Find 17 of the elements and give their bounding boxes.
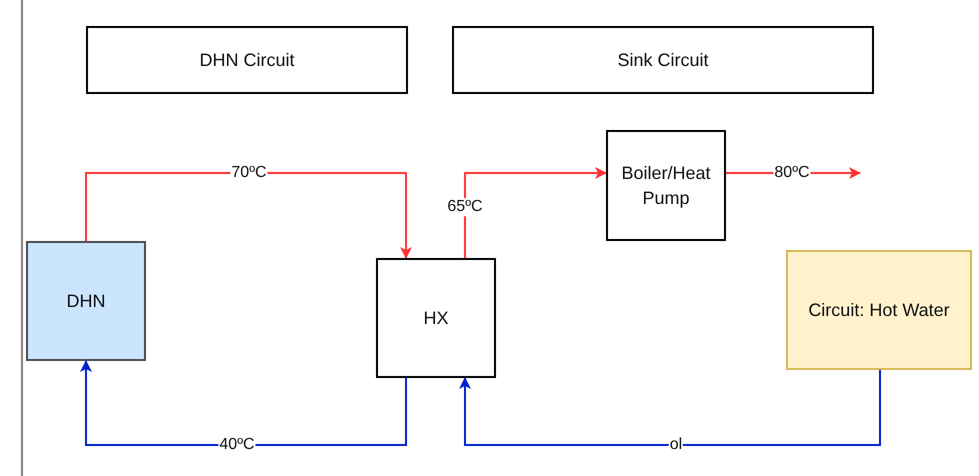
node-label: HX bbox=[423, 306, 448, 330]
network-box bbox=[26, 241, 146, 361]
circuit-box bbox=[786, 250, 972, 370]
node-label: Circuit: Hot Water bbox=[808, 298, 950, 322]
edge-label: 65ºC bbox=[446, 198, 484, 216]
arrow bbox=[85, 172, 412, 259]
process-box bbox=[606, 130, 726, 241]
node-label: DHN bbox=[66, 290, 106, 313]
arrow bbox=[464, 167, 607, 258]
arrow bbox=[459, 370, 881, 446]
node-label: Boiler/Heat Pump bbox=[620, 162, 712, 210]
arrow bbox=[80, 360, 407, 446]
section-title-box bbox=[452, 26, 874, 94]
section-title-box bbox=[86, 26, 408, 94]
node-label: DHN Circuit bbox=[199, 48, 294, 72]
process-box bbox=[376, 258, 496, 378]
node-label: Sink Circuit bbox=[617, 48, 709, 72]
